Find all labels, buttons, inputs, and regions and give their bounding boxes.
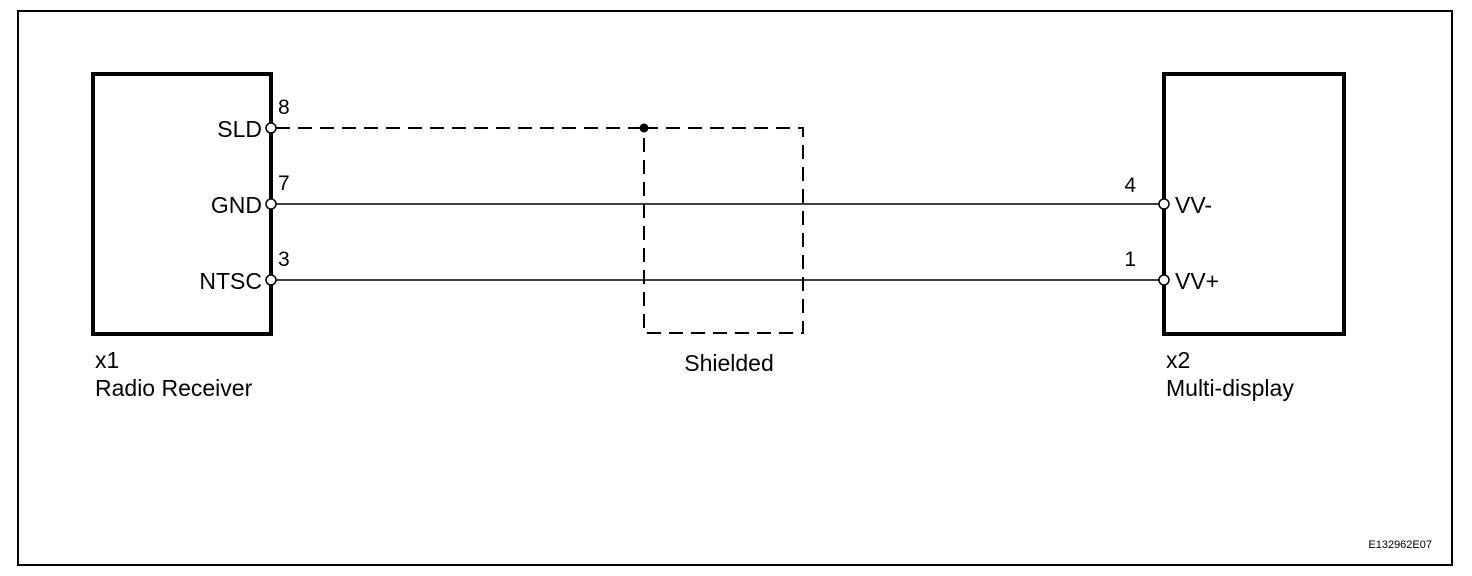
pin-number-gnd: 7 xyxy=(278,172,290,195)
terminal-ntsc xyxy=(265,274,277,286)
diagram-frame xyxy=(17,10,1453,566)
left-component-id: x1 xyxy=(95,347,119,373)
pin-number-sld: 8 xyxy=(278,96,290,119)
terminal-gnd xyxy=(265,198,277,210)
terminal-label-sld: SLD xyxy=(217,116,262,142)
terminal-label-ntsc: NTSC xyxy=(199,268,262,294)
pin-number-vv-minus: 4 xyxy=(1124,174,1136,197)
right-component-id: x2 xyxy=(1166,347,1190,373)
left-component-name: Radio Receiver xyxy=(95,375,253,401)
shield-label: Shielded xyxy=(684,350,774,376)
pin-number-ntsc: 3 xyxy=(278,248,290,271)
terminal-label-vv-minus: VV- xyxy=(1175,192,1212,218)
diagram-code: E132962E07 xyxy=(1368,539,1432,551)
shield-outline xyxy=(643,127,804,334)
terminal-sld xyxy=(265,122,277,134)
right-component-name: Multi-display xyxy=(1166,375,1294,401)
pin-number-vv-plus: 1 xyxy=(1124,248,1136,271)
terminal-vv-minus xyxy=(1158,198,1170,210)
shield-junction-dot xyxy=(639,123,649,133)
terminal-label-vv-plus: VV+ xyxy=(1175,268,1219,294)
terminal-vv-plus xyxy=(1158,274,1170,286)
terminal-label-gnd: GND xyxy=(211,192,262,218)
